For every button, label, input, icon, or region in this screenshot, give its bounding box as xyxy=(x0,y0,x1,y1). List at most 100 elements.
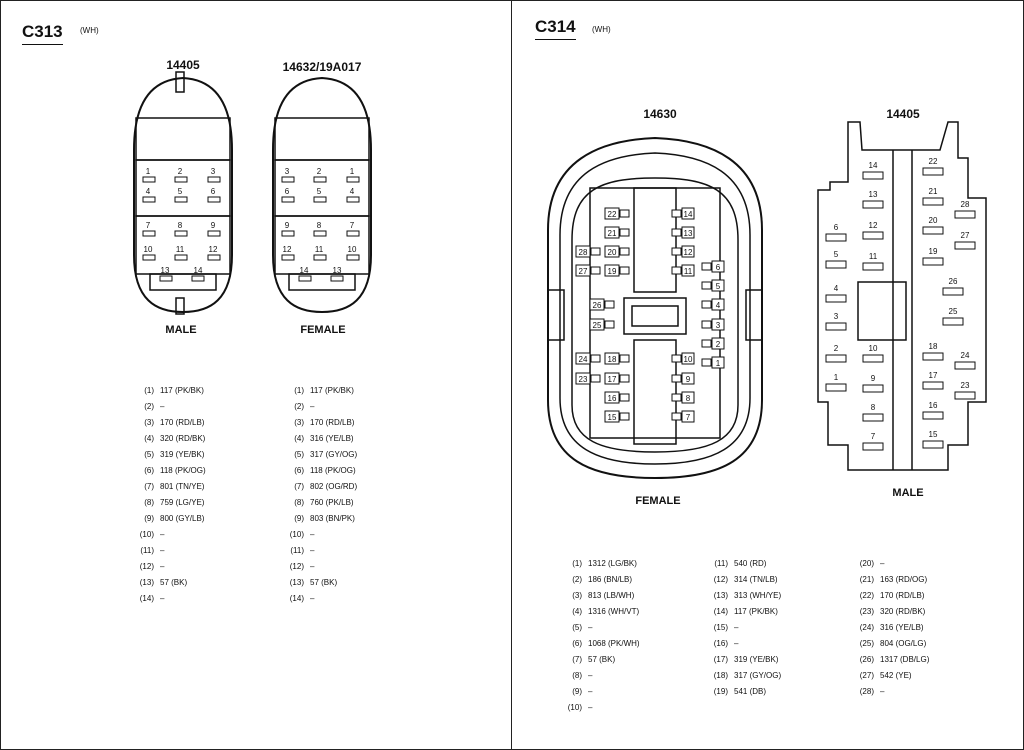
c313-female-pin-6-box xyxy=(281,196,295,203)
c313-female-pin-12-label: 12 xyxy=(283,245,292,254)
c314-female-pin-12-terminal xyxy=(671,247,682,256)
circuit-value: 118 (PK/OG) xyxy=(310,466,356,475)
pin-number: (14) xyxy=(139,594,154,603)
pin-number: (25) xyxy=(859,639,874,648)
c313-male-pin-9-label: 9 xyxy=(211,221,216,230)
pin-number: (6) xyxy=(572,639,582,648)
c314-female-pin-24-box xyxy=(575,352,591,365)
c313-female-part: 14632/19A017 xyxy=(283,60,362,74)
c313-female-pin-13-box xyxy=(330,275,344,282)
c314-male-housing xyxy=(817,121,987,471)
c313-male-pin-1-box xyxy=(142,176,156,183)
circuit-value: 804 (OG/LG) xyxy=(880,639,927,648)
pin-list-row: (3)813 (LB/WH) xyxy=(558,588,640,604)
pin-number: (3) xyxy=(144,418,154,427)
c313-female-pin-12-box xyxy=(281,254,295,261)
c314-female-pin-26-label: 26 xyxy=(593,301,602,310)
c314-female-pin-4-terminal xyxy=(701,300,712,309)
c314-female-pin-8-box xyxy=(681,391,695,404)
c313-female-pin-7-label: 7 xyxy=(350,221,355,230)
pin-list-row: (4)316 (YE/LB) xyxy=(280,431,357,447)
pin-number: (12) xyxy=(713,575,728,584)
c314-female-pin-21-terminal xyxy=(619,228,630,237)
c314-female-pin-7-terminal xyxy=(671,412,682,421)
c314-pin-list-col3: (20)–(21)163 (RD/OG)(22)170 (RD/LB)(23)3… xyxy=(850,556,930,700)
c314-female-pin-8-label: 8 xyxy=(686,394,691,403)
circuit-value: – xyxy=(310,402,315,411)
c313-female-pin-14-label: 14 xyxy=(300,266,309,275)
c313-male-label: MALE xyxy=(165,324,196,336)
c313-male-housing xyxy=(133,76,233,314)
pin-number: (17) xyxy=(713,655,728,664)
pin-list-row: (17)319 (YE/BK) xyxy=(704,652,781,668)
circuit-value: 760 (PK/LB) xyxy=(310,498,354,507)
c314-female-housing xyxy=(547,136,763,480)
c314-male-pin-25-box xyxy=(942,317,964,326)
c314-male-part: 14405 xyxy=(886,107,920,121)
c314-female-pin-3-box xyxy=(711,318,725,331)
c314-male-pin-1-label: 1 xyxy=(834,373,839,382)
pin-list-row: (18)317 (GY/OG) xyxy=(704,668,781,684)
c313-male-pin-6-label: 6 xyxy=(211,187,216,196)
c313-male-pin-14-box xyxy=(191,275,205,282)
c314-female-pin-6-label: 6 xyxy=(716,263,721,272)
c314-female-pin-5-label: 5 xyxy=(716,282,721,291)
pin-list-row: (14)– xyxy=(130,591,206,607)
pin-list-row: (9)803 (BN/PK) xyxy=(280,511,357,527)
pin-number: (14) xyxy=(713,607,728,616)
c314-female-pin-17-label: 17 xyxy=(608,375,617,384)
c314-female-pin-4-label: 4 xyxy=(716,301,721,310)
circuit-value: 320 (RD/BK) xyxy=(160,434,206,443)
c314-female-pin-10-box xyxy=(681,352,695,365)
c314-male-pin-26-box xyxy=(942,287,964,296)
pin-list-row: (2)186 (BN/LB) xyxy=(558,572,640,588)
c314-male-pin-18-label: 18 xyxy=(929,342,938,351)
c314-female-pin-6-terminal xyxy=(701,262,712,271)
pin-list-row: (6)1068 (PK/WH) xyxy=(558,636,639,652)
circuit-value: 118 (PK/OG) xyxy=(160,466,206,475)
circuit-value: – xyxy=(310,546,315,555)
c314-male-pin-13-label: 13 xyxy=(869,190,878,199)
circuit-value: 320 (RD/BK) xyxy=(880,607,926,616)
pin-list-row: (14) 117 (PK/BK) xyxy=(704,604,781,620)
circuit-value: – xyxy=(880,559,885,568)
pin-number: (28) xyxy=(859,687,874,696)
c314-female-pin-21-label: 21 xyxy=(608,229,617,238)
c313-male-part: 14405 xyxy=(166,58,200,72)
c314-female-pin-16-terminal xyxy=(619,393,630,402)
circuit-value: 117 (PK/BK) xyxy=(310,386,354,395)
c314-female-pin-27-label: 27 xyxy=(579,267,588,276)
pin-number: (16) xyxy=(713,639,728,648)
c314-female-pin-28-terminal xyxy=(590,247,601,256)
c314-female-pin-23-box xyxy=(575,372,591,385)
circuit-value: – xyxy=(310,530,315,539)
pin-list-row: (9)800 (GY/LB) xyxy=(130,511,206,527)
c313-female-pin-1-box xyxy=(346,176,360,183)
c313-female-pin-5-label: 5 xyxy=(317,187,322,196)
c314-male-pin-14-label: 14 xyxy=(869,161,878,170)
c314-male-pin-8-label: 8 xyxy=(871,403,876,412)
pin-number: (18) xyxy=(713,671,728,680)
pin-list-row: (11)– xyxy=(130,543,206,559)
c314-male-pin-8-box xyxy=(862,413,884,422)
circuit-value: 117 (PK/BK) xyxy=(734,607,778,616)
pin-number: (4) xyxy=(572,607,582,616)
circuit-value: – xyxy=(734,639,739,648)
pin-number: (24) xyxy=(859,623,874,632)
c314-female-pin-15-box xyxy=(604,410,620,423)
circuit-value: – xyxy=(588,671,593,680)
c314-female-pin-2-terminal xyxy=(701,339,712,348)
c314-male-pin-4-box xyxy=(825,294,847,303)
c313-female-pin-8-box xyxy=(313,230,327,237)
c314-male-pin-22-box xyxy=(922,167,944,176)
pin-list-row: (2)– xyxy=(280,399,357,415)
c313-female-pin-11-box xyxy=(313,254,327,261)
c314-female-pin-26-terminal xyxy=(604,300,615,309)
circuit-value: 57 (BK) xyxy=(588,655,616,664)
circuit-value: 163 (RD/OG) xyxy=(880,575,928,584)
c314-male-pin-24-box xyxy=(954,361,976,370)
c314-pin-list-col2: (11)540 (RD)(12)314 (TN/LB)(13)313 (WH/Y… xyxy=(704,556,781,700)
pin-number: (3) xyxy=(294,418,304,427)
circuit-value: 800 (GY/LB) xyxy=(160,514,205,523)
c313-male-pin-12-box xyxy=(207,254,221,261)
